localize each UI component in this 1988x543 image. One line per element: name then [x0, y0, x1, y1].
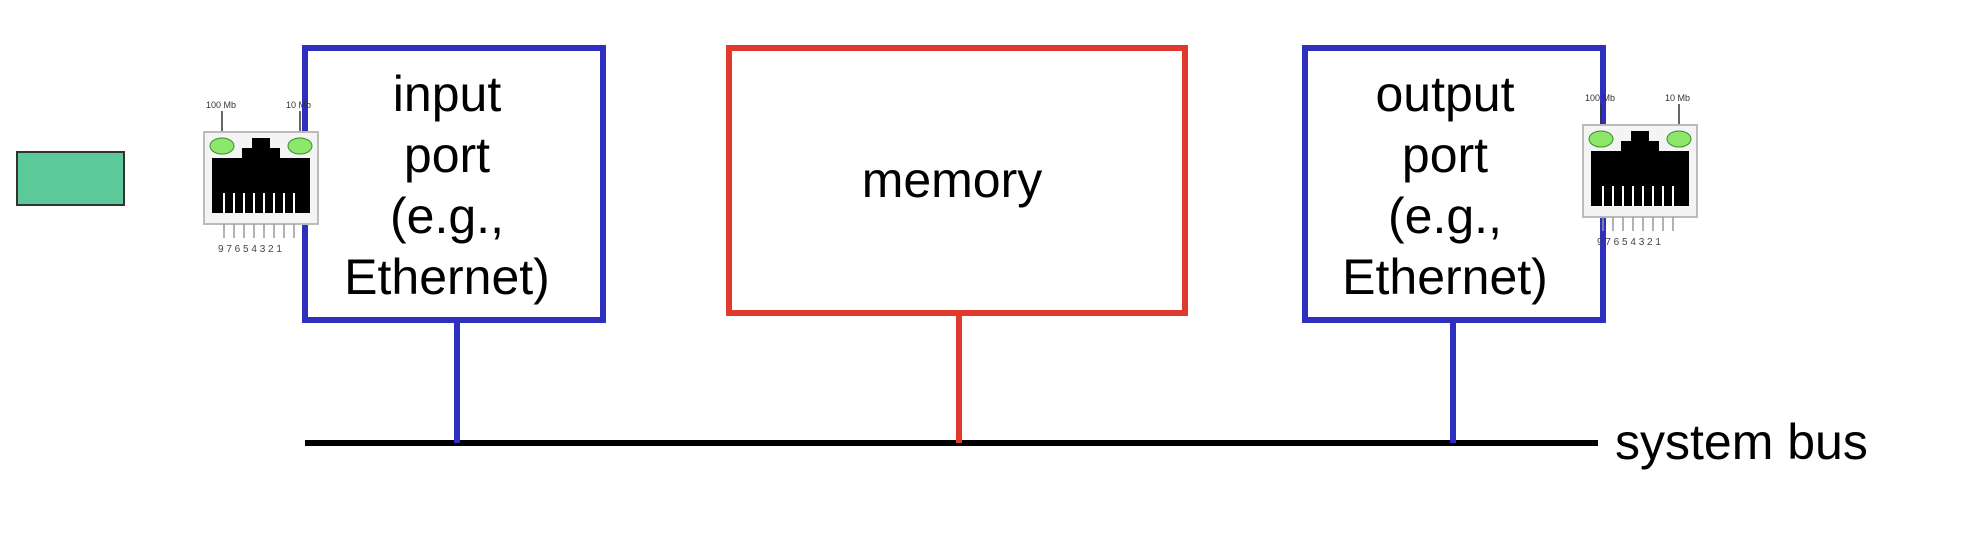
input-port-line-1: input: [393, 66, 502, 122]
jack-pin-numbers: 9 7 6 5 4 3 2 1: [218, 244, 282, 255]
jack-led-left: [1589, 131, 1613, 147]
ethernet-jack-icon: 100 Mb 10 Mb 9 7 6 5 4 3 2 1: [204, 100, 318, 255]
packet-box: [17, 152, 124, 205]
output-port-label: output port (e.g., Ethernet): [1342, 66, 1548, 305]
input-port-line-4: Ethernet): [344, 249, 550, 305]
output-port-line-2: port: [1402, 127, 1488, 183]
jack-led-right: [1667, 131, 1691, 147]
jack-led-left: [210, 138, 234, 154]
output-port-line-3: (e.g.,: [1388, 188, 1502, 244]
input-port-line-2: port: [404, 127, 490, 183]
jack-led-left-label: 100 Mb: [206, 100, 236, 110]
memory-label: memory: [862, 152, 1043, 208]
output-port-line-4: Ethernet): [1342, 249, 1548, 305]
input-port-line-3: (e.g.,: [390, 188, 504, 244]
jack-led-right: [288, 138, 312, 154]
jack-pin-numbers: 9 7 6 5 4 3 2 1: [1597, 237, 1661, 248]
input-port-label: input port (e.g., Ethernet): [344, 66, 550, 305]
jack-led-left-label: 100 Mb: [1585, 93, 1615, 103]
jack-led-right-label: 10 Mb: [1665, 93, 1690, 103]
jack-led-right-label: 10 Mb: [286, 100, 311, 110]
system-bus-label: system bus: [1615, 414, 1868, 470]
output-port-line-1: output: [1375, 66, 1514, 122]
